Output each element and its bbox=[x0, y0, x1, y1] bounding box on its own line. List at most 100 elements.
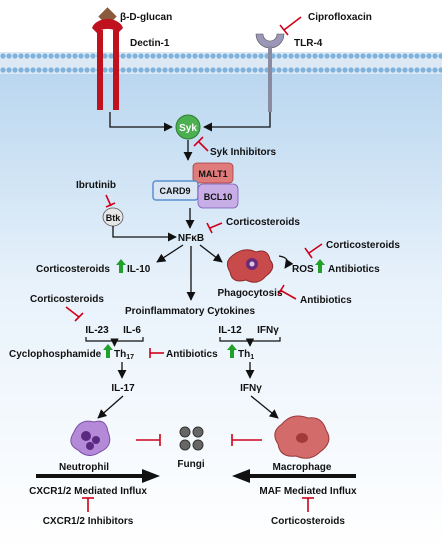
membrane-lipid-head bbox=[126, 67, 132, 73]
membrane-lipid-head bbox=[402, 53, 408, 59]
membrane-lipid-head bbox=[84, 53, 90, 59]
membrane-lipid-head bbox=[330, 67, 336, 73]
membrane-lipid-head bbox=[294, 67, 300, 73]
membrane-lipid-head bbox=[210, 67, 216, 73]
membrane-lipid-head bbox=[174, 67, 180, 73]
increase-arrow-th1 bbox=[227, 344, 237, 358]
membrane-lipid-head bbox=[66, 67, 72, 73]
label-card9: CARD9 bbox=[159, 186, 190, 196]
membrane-lipid-head bbox=[318, 53, 324, 59]
syk-node bbox=[175, 114, 201, 140]
membrane-lipid-head bbox=[294, 53, 300, 59]
membrane-lipid-head bbox=[0, 67, 6, 73]
membrane-lipid-head bbox=[216, 67, 222, 73]
membrane-lipid-head bbox=[228, 67, 234, 73]
membrane-lipid-head bbox=[108, 53, 114, 59]
neutrophil-cell-icon bbox=[70, 420, 111, 456]
membrane-lipid-head bbox=[18, 53, 24, 59]
membrane-lipid-head bbox=[138, 53, 144, 59]
membrane-lipid-head bbox=[30, 53, 36, 59]
membrane-lipid-head bbox=[378, 67, 384, 73]
membrane-lipid-head bbox=[102, 53, 108, 59]
membrane-lipid-head bbox=[210, 53, 216, 59]
increase-arrow-ros bbox=[315, 259, 325, 273]
membrane-lipid-head bbox=[150, 67, 156, 73]
membrane-lipid-head bbox=[72, 67, 78, 73]
cytoplasm-background bbox=[0, 70, 442, 550]
membrane-lipid-head bbox=[432, 67, 438, 73]
label-btk: Btk bbox=[106, 213, 121, 223]
label-ciprofloxacin: Ciprofloxacin bbox=[308, 12, 372, 23]
membrane-lipid-head bbox=[384, 67, 390, 73]
membrane-lipid-head bbox=[12, 67, 18, 73]
label-antibiotics-ros: Antibiotics bbox=[328, 264, 380, 275]
membrane-lipid-head bbox=[126, 53, 132, 59]
label-cxcr-influx: CXCR1/2 Mediated Influx bbox=[29, 486, 147, 497]
membrane-lipid-head bbox=[360, 67, 366, 73]
membrane-lipid-head bbox=[168, 53, 174, 59]
membrane-lipid-head bbox=[78, 67, 84, 73]
cell-membrane bbox=[0, 52, 442, 74]
label-antibiotics-phago: Antibiotics bbox=[300, 295, 352, 306]
inhibit-th17 bbox=[149, 348, 164, 358]
label-malt1: MALT1 bbox=[198, 169, 227, 179]
label-ifng-top: IFNγ bbox=[257, 325, 279, 336]
membrane-lipid-head bbox=[432, 53, 438, 59]
label-cortico-il23: Corticosteroids bbox=[30, 294, 104, 305]
membrane-lipid-head bbox=[156, 53, 162, 59]
membrane-lipid-head bbox=[288, 67, 294, 73]
membrane-lipid-head bbox=[360, 53, 366, 59]
membrane-lipid-head bbox=[348, 67, 354, 73]
membrane-lipid-head bbox=[174, 53, 180, 59]
label-syk: Syk bbox=[179, 123, 197, 134]
influx-arrows bbox=[36, 469, 356, 483]
arrows-from-nfkb bbox=[156, 244, 223, 301]
label-syk-inhibitors: Syk Inhibitors bbox=[210, 147, 277, 158]
membrane-lipid-head bbox=[24, 67, 30, 73]
membrane-lipid-head bbox=[276, 53, 282, 59]
label-ifng-bottom: IFNγ bbox=[240, 383, 262, 394]
inhibit-syk bbox=[193, 136, 209, 152]
membrane-lipid-head bbox=[420, 53, 426, 59]
membrane-lipid-head bbox=[258, 67, 264, 73]
membrane-lipid-head bbox=[222, 53, 228, 59]
membrane-lipid-head bbox=[162, 67, 168, 73]
membrane-lipid-head bbox=[150, 53, 156, 59]
membrane-lipid-head bbox=[120, 67, 126, 73]
label-fungi: Fungi bbox=[177, 459, 204, 470]
membrane-lipid-head bbox=[306, 53, 312, 59]
membrane-lipid-head bbox=[324, 67, 330, 73]
membrane-lipid-head bbox=[204, 67, 210, 73]
membrane-lipid-head bbox=[366, 53, 372, 59]
membrane-lipid-head bbox=[30, 67, 36, 73]
membrane-lipid-head bbox=[384, 53, 390, 59]
membrane-lipid-head bbox=[396, 53, 402, 59]
inhibit-ros bbox=[304, 243, 323, 259]
inhibit-phagocytosis bbox=[277, 284, 297, 300]
membrane-lipid-head bbox=[102, 67, 108, 73]
arrows-to-effector-cells bbox=[97, 395, 279, 419]
arrows-to-syk bbox=[109, 112, 271, 132]
label-neutrophil: Neutrophil bbox=[59, 462, 109, 473]
membrane-lipid-head bbox=[186, 67, 192, 73]
tlr-4-receptor bbox=[255, 33, 285, 112]
membrane-lipid-head bbox=[414, 67, 420, 73]
membrane-lipid-head bbox=[198, 53, 204, 59]
membrane-lipid-head bbox=[66, 53, 72, 59]
label-cortico-nfkb: Corticosteroids bbox=[226, 217, 300, 228]
membrane-lipid-head bbox=[372, 53, 378, 59]
membrane-lipid-head bbox=[108, 67, 114, 73]
inhibit-il23 bbox=[65, 306, 84, 322]
membrane-lipid-head bbox=[372, 67, 378, 73]
bcl10-box bbox=[197, 183, 239, 209]
membrane-lipid-head bbox=[408, 67, 414, 73]
membrane-lipid-head bbox=[426, 67, 432, 73]
membrane-lipid-head bbox=[300, 53, 306, 59]
membrane-lipid-head bbox=[354, 53, 360, 59]
membrane-lipid-head bbox=[42, 67, 48, 73]
membrane-lipid-head bbox=[144, 67, 150, 73]
membrane-lipid-head bbox=[216, 53, 222, 59]
membrane-lipid-head bbox=[168, 67, 174, 73]
membrane-lipid-head bbox=[36, 67, 42, 73]
